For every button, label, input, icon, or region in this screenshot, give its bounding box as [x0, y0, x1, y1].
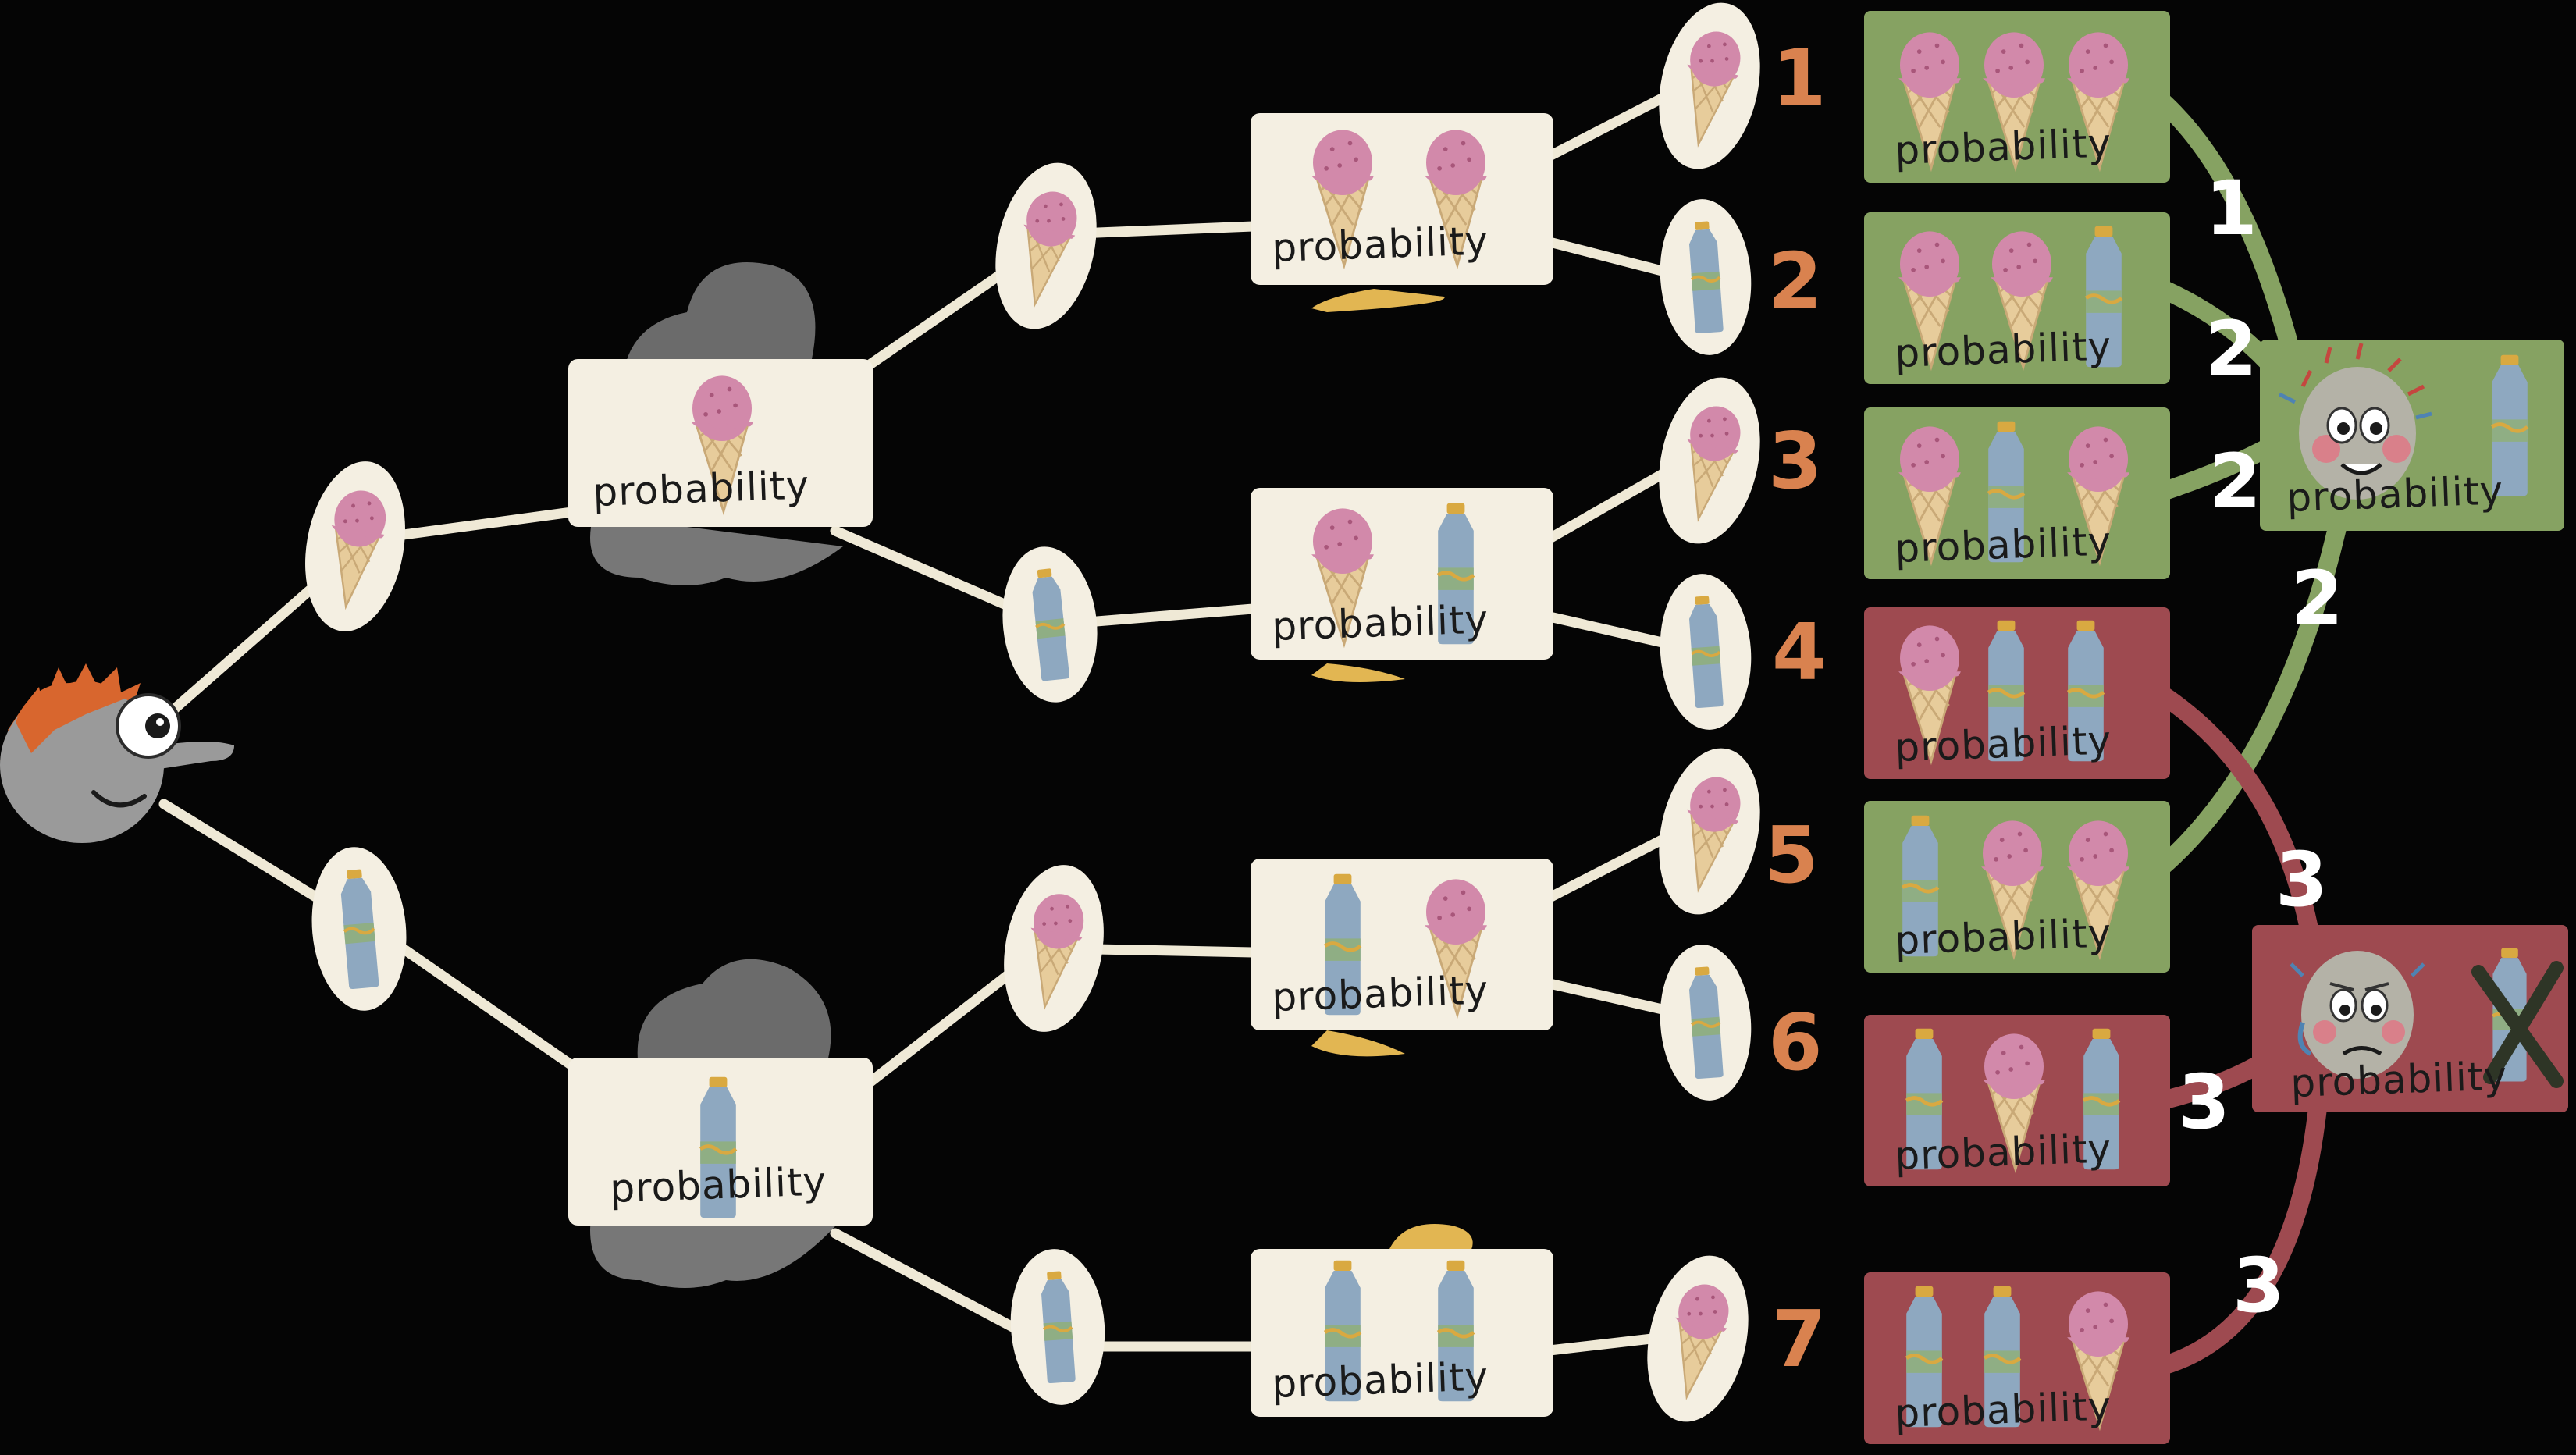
card-l2-a: probability — [1251, 113, 1553, 312]
probability-label: probability — [1271, 596, 1489, 649]
card-l2-d: probability — [1251, 1224, 1553, 1417]
worried-face-icon — [2290, 951, 2425, 1079]
probability-label: probability — [2286, 468, 2504, 521]
summary-box-red: probability — [2252, 925, 2568, 1112]
outcome-number-7: 7 — [1772, 1293, 1827, 1385]
outcome-number-6: 6 — [1768, 997, 1823, 1088]
leaf-3 — [1659, 377, 1760, 544]
leaf-6 — [1660, 945, 1752, 1101]
probability-label: probability — [1271, 218, 1489, 271]
probability-label: probability — [1894, 1126, 2112, 1179]
leaf-7 — [1647, 1255, 1749, 1422]
path-number-2b: 2 — [2209, 438, 2261, 525]
leaf-1 — [1659, 2, 1760, 169]
path-number-3c: 3 — [2233, 1242, 2285, 1329]
probability-label: probability — [1894, 323, 2112, 376]
node-l2-a — [995, 162, 1097, 329]
outcome-number-5: 5 — [1764, 809, 1819, 901]
outcome-box-7: probability — [1864, 1272, 2170, 1444]
card-l1-bottom: probability — [568, 959, 873, 1288]
outcome-number-2: 2 — [1768, 236, 1823, 327]
happy-face-icon — [2278, 343, 2432, 500]
outcome-number-3: 3 — [1768, 415, 1823, 507]
summary-box-green: probability — [2260, 340, 2564, 531]
outcome-box-3: probability — [1864, 407, 2170, 579]
leaf-2 — [1660, 199, 1752, 355]
probability-label: probability — [1894, 518, 2112, 571]
probability-label: probability — [1894, 717, 2112, 770]
outcome-numbers: 1 2 3 4 5 6 7 — [1764, 33, 1827, 1385]
leaf-4 — [1660, 574, 1752, 730]
node-l1-bottom — [311, 847, 407, 1011]
outcome-box-6: probability — [1864, 1015, 2170, 1186]
card-l1-top: probability — [568, 262, 873, 585]
outcome-box-4: probability — [1864, 607, 2170, 779]
path-number-2a: 2 — [2205, 305, 2258, 393]
outcome-number-1: 1 — [1772, 33, 1827, 124]
node-l1-top — [305, 461, 405, 631]
probability-label: probability — [592, 462, 810, 515]
card-l2-c: probability — [1251, 859, 1553, 1057]
outcome-box-2: probability — [1864, 212, 2170, 384]
node-l2-d — [1010, 1249, 1105, 1405]
card-l2-b: probability — [1251, 488, 1553, 682]
path-number-1: 1 — [2205, 165, 2258, 252]
probability-label: probability — [1894, 1383, 2112, 1436]
path-number-2c: 2 — [2291, 555, 2343, 642]
probability-label: probability — [2290, 1053, 2508, 1106]
node-l2-c — [1004, 865, 1104, 1032]
path-number-3a: 3 — [2275, 836, 2328, 923]
probability-label: probability — [1894, 120, 2112, 173]
node-l2-b — [1002, 546, 1098, 703]
outcome-box-1: probability — [1864, 11, 2170, 183]
outcome-box-5: probability — [1864, 801, 2170, 973]
path-numbers: 1 2 2 2 3 3 3 — [2178, 165, 2343, 1329]
leaf-5 — [1659, 748, 1760, 915]
probability-label: probability — [1271, 1354, 1489, 1407]
path-number-3b: 3 — [2178, 1058, 2230, 1146]
outcome-number-4: 4 — [1772, 607, 1827, 698]
probability-label: probability — [1271, 967, 1489, 1020]
character-icon — [0, 663, 234, 843]
cross-icon — [2471, 961, 2564, 1088]
probability-label: probability — [1894, 910, 2112, 963]
probability-label: probability — [609, 1158, 827, 1211]
